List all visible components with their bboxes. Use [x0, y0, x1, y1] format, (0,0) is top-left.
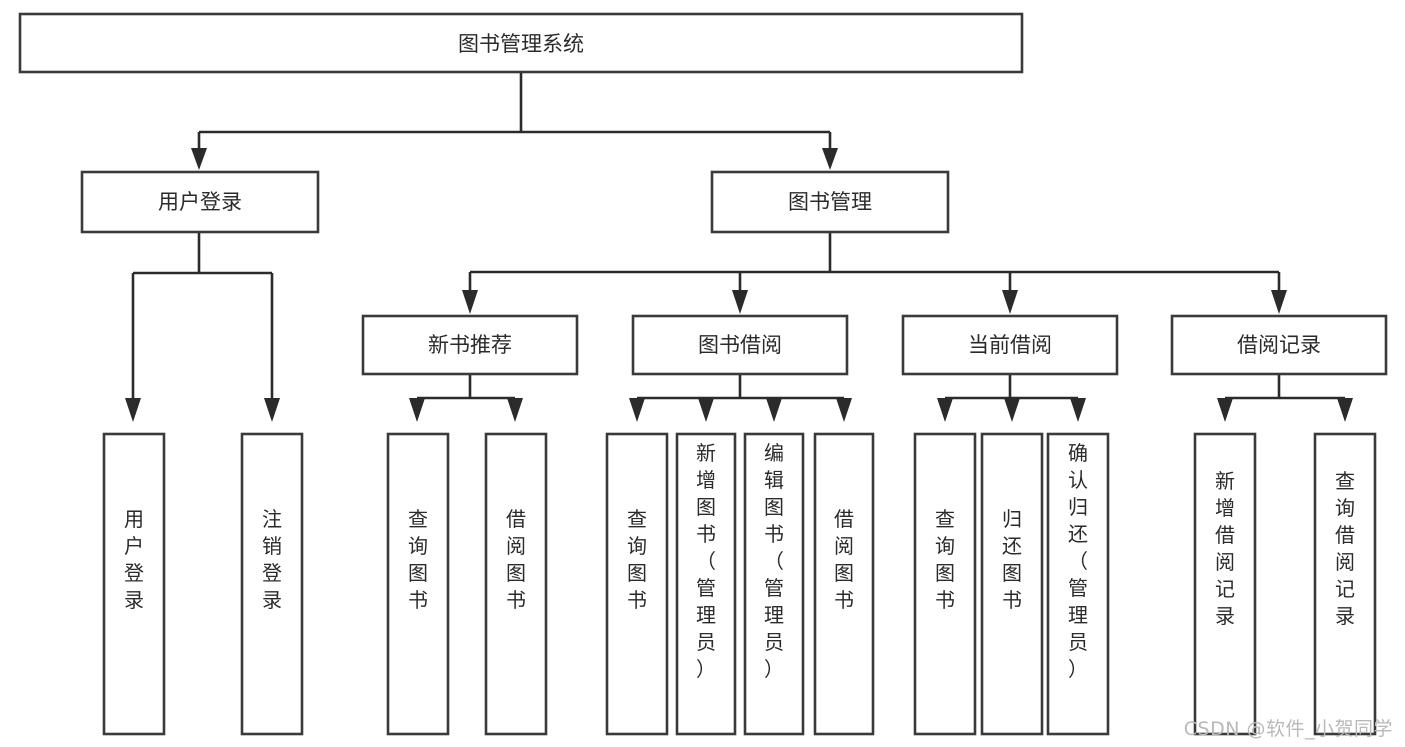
node-leaf-query-book-3-label: 查询图书	[935, 507, 955, 612]
node-leaf-logout-login-label: 注销登录	[262, 507, 282, 612]
node-leaf-edit-book[interactable]: 编辑图书（管理员）	[743, 432, 805, 736]
node-leaf-query-book-3[interactable]: 查询图书	[913, 432, 977, 736]
node-book-management[interactable]: 图书管理	[710, 170, 950, 234]
arrow-head-leaf-query-record	[1337, 398, 1353, 422]
node-leaf-confirm-return-box[interactable]	[1046, 432, 1110, 736]
arrow-head-current-borrow	[1002, 290, 1018, 314]
node-leaf-user-login-label: 用户登录	[124, 507, 144, 612]
node-leaf-return-book-label: 归还图书	[1002, 507, 1022, 612]
node-leaf-query-book-1[interactable]: 查询图书	[386, 432, 450, 736]
arrow-head-book-borrow	[732, 290, 748, 314]
node-leaf-query-record-box[interactable]	[1313, 432, 1377, 736]
arrow-head-user-login	[191, 148, 207, 170]
connector-layer	[125, 72, 1353, 422]
node-leaf-add-record[interactable]: 新增借阅记录	[1193, 432, 1257, 736]
node-leaf-user-login-box[interactable]	[102, 432, 166, 736]
node-leaf-edit-book-label: 编辑图书（管理员）	[764, 441, 784, 681]
arrow-head-leaf-user-login	[125, 398, 141, 422]
arrow-head-leaf-query-book-2	[629, 398, 645, 422]
node-leaf-borrow-book-2[interactable]: 借阅图书	[813, 432, 875, 736]
node-leaf-borrow-book-1-box[interactable]	[484, 432, 548, 736]
node-leaf-query-record[interactable]: 查询借阅记录	[1313, 432, 1377, 736]
arrow-head-leaf-borrow-book-2	[836, 398, 852, 422]
arrow-head-new-book-recommend	[462, 290, 478, 314]
arrow-head-leaf-borrow-book-1	[507, 398, 523, 422]
node-leaf-query-record-label: 查询借阅记录	[1335, 469, 1355, 628]
arrow-head-book-management	[822, 148, 838, 170]
node-current-borrow-label: 当前借阅	[968, 333, 1052, 357]
node-leaf-query-book-1-box[interactable]	[386, 432, 450, 736]
node-leaf-borrow-book-1-label: 借阅图书	[506, 507, 526, 612]
node-leaf-query-book-1-label: 查询图书	[408, 507, 428, 612]
node-borrow-record-label: 借阅记录	[1237, 333, 1321, 357]
node-book-borrow[interactable]: 图书借阅	[631, 314, 849, 376]
node-leaf-add-book[interactable]: 新增图书（管理员）	[675, 432, 737, 736]
node-current-borrow[interactable]: 当前借阅	[901, 314, 1119, 376]
arrow-head-leaf-edit-book	[766, 398, 782, 422]
node-root-label: 图书管理系统	[458, 32, 584, 56]
arrow-head-leaf-return-book	[1004, 398, 1020, 422]
arrow-head-leaf-query-book-1	[409, 398, 425, 422]
arrow-head-leaf-logout-login	[264, 398, 280, 422]
node-user-login-label: 用户登录	[158, 190, 242, 214]
node-user-login-box[interactable]	[80, 170, 320, 234]
node-root[interactable]: 图书管理系统	[18, 12, 1024, 74]
node-leaf-query-book-2-label: 查询图书	[627, 507, 647, 612]
csdn-watermark: CSDN @软件_小贺同学	[1183, 718, 1393, 740]
node-root-box[interactable]	[18, 12, 1024, 74]
node-borrow-record[interactable]: 借阅记录	[1170, 314, 1388, 376]
node-leaf-query-book-2-box[interactable]	[605, 432, 669, 736]
arrow-head-leaf-confirm-return	[1070, 398, 1086, 422]
node-leaf-query-book-3-box[interactable]	[913, 432, 977, 736]
node-leaf-return-book-box[interactable]	[980, 432, 1044, 736]
node-book-management-box[interactable]	[710, 170, 950, 234]
node-leaf-borrow-book-1[interactable]: 借阅图书	[484, 432, 548, 736]
node-new-book-recommend-label: 新书推荐	[428, 333, 512, 357]
node-borrow-record-box[interactable]	[1170, 314, 1388, 376]
node-book-borrow-label: 图书借阅	[698, 333, 782, 357]
node-leaf-logout-login[interactable]: 注销登录	[240, 432, 304, 736]
node-leaf-borrow-book-2-label: 借阅图书	[834, 507, 854, 612]
node-leaf-logout-login-box[interactable]	[240, 432, 304, 736]
node-leaf-add-book-box[interactable]	[675, 432, 737, 736]
node-leaf-confirm-return[interactable]: 确认归还（管理员）	[1046, 432, 1110, 736]
node-leaf-add-book-label: 新增图书（管理员）	[696, 441, 716, 681]
arrow-head-leaf-query-book-3	[937, 398, 953, 422]
node-book-borrow-box[interactable]	[631, 314, 849, 376]
node-leaf-add-record-label: 新增借阅记录	[1215, 469, 1235, 628]
node-user-login[interactable]: 用户登录	[80, 170, 320, 234]
node-current-borrow-box[interactable]	[901, 314, 1119, 376]
node-leaf-add-record-box[interactable]	[1193, 432, 1257, 736]
node-leaf-edit-book-box[interactable]	[743, 432, 805, 736]
node-leaf-query-book-2[interactable]: 查询图书	[605, 432, 669, 736]
arrow-head-leaf-add-book	[698, 398, 714, 422]
node-leaf-return-book[interactable]: 归还图书	[980, 432, 1044, 736]
node-new-book-recommend[interactable]: 新书推荐	[361, 314, 579, 376]
node-leaf-borrow-book-2-box[interactable]	[813, 432, 875, 736]
arrow-head-borrow-record	[1271, 290, 1287, 314]
arrow-head-leaf-add-record	[1217, 398, 1233, 422]
node-leaf-confirm-return-label: 确认归还（管理员）	[1068, 441, 1088, 681]
node-new-book-recommend-box[interactable]	[361, 314, 579, 376]
node-leaf-user-login[interactable]: 用户登录	[102, 432, 166, 736]
node-book-management-label: 图书管理	[788, 190, 872, 214]
